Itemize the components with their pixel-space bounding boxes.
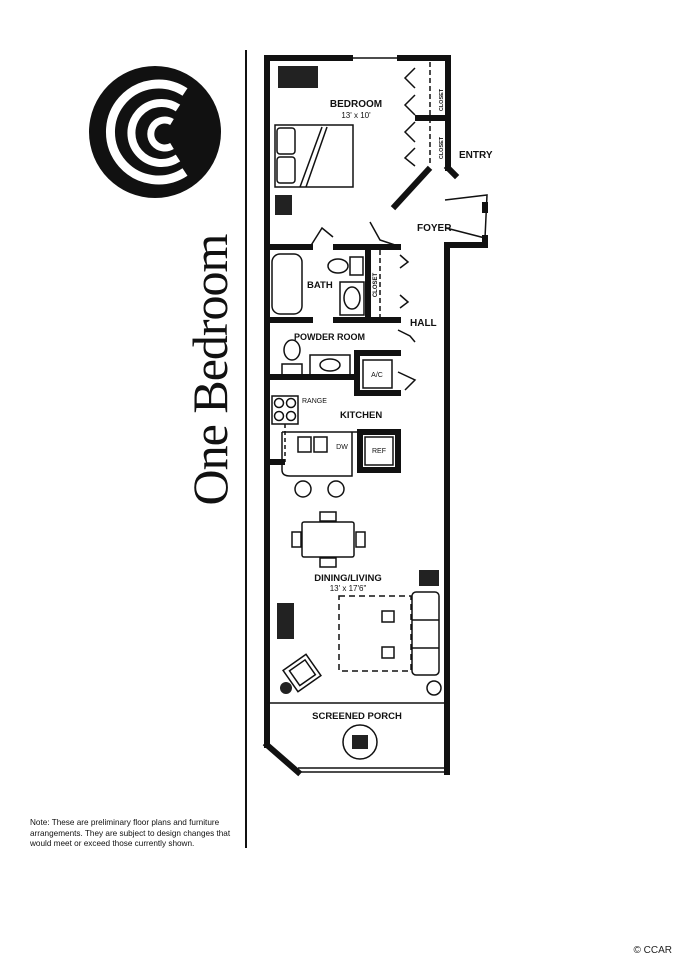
room-label-foyer: FOYER (417, 223, 452, 234)
room-label-entry: ENTRY (459, 150, 493, 161)
room-label-powder-room: POWDER ROOM (294, 332, 365, 342)
room-label-bath: BATH (307, 280, 333, 291)
closet-label: CLOSET (439, 88, 445, 111)
page-title: One Bedroom (182, 234, 238, 506)
appliance-label-ac: A/C (371, 372, 383, 379)
disclaimer-note: Note: These are preliminary floor plans … (30, 818, 231, 848)
copyright-credit: © CCAR (633, 945, 672, 956)
side-tables (275, 66, 439, 749)
closet-label: CLOSET (439, 136, 445, 159)
room-label-bedroom: BEDROOM (330, 99, 382, 110)
appliance-label-dw: DW (336, 444, 348, 451)
room-label-dining-living: DINING/LIVING (314, 573, 382, 584)
closet-label: CLOSET (373, 273, 379, 298)
thin-lines (267, 57, 488, 773)
room-label-screened-porch: SCREENED PORCH (312, 711, 402, 722)
walls (262, 55, 488, 777)
room-label-kitchen: KITCHEN (340, 410, 382, 421)
room-dims-dining-living: 13' x 17'6" (330, 584, 367, 593)
room-dims-bedroom: 13' x 10' (341, 111, 371, 120)
appliance-label-range: RANGE (302, 398, 327, 405)
room-label-hall: HALL (410, 318, 437, 329)
logo-icon (89, 66, 221, 198)
appliance-label-ref: REF (372, 448, 386, 455)
